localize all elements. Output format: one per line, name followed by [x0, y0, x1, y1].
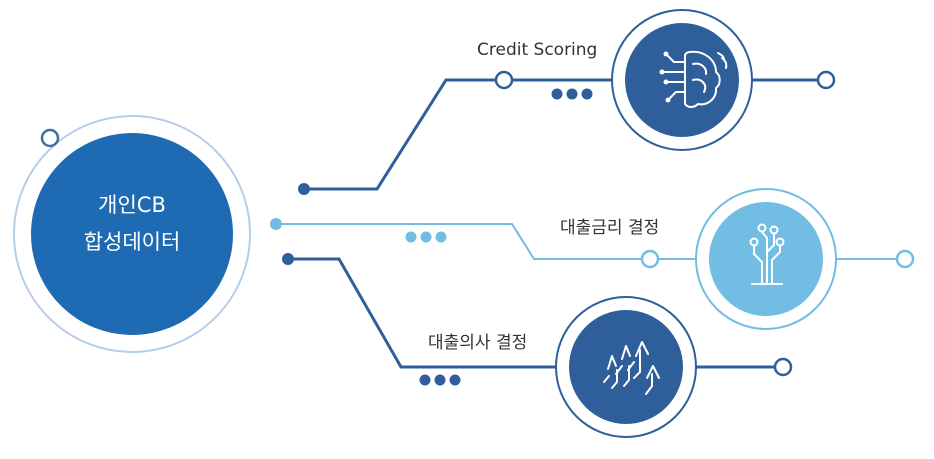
branch-2-end-node — [895, 249, 915, 269]
branch-2-dot — [405, 231, 417, 243]
branch-3-dot — [449, 374, 461, 386]
hub-title-line-1: 개인CB — [98, 193, 166, 217]
branch-3-circle — [569, 310, 683, 424]
branch-1-dot — [551, 88, 563, 100]
branch-2-node — [640, 249, 660, 269]
branch-1-node — [494, 70, 514, 90]
brain-circuit-nodes — [659, 51, 671, 103]
branch-label-loan-decision: 대출의사 결정 — [428, 333, 528, 353]
branch-3-end-node — [773, 357, 793, 377]
branch-2-dot — [435, 231, 447, 243]
branch-3-dot — [419, 374, 431, 386]
branch-3-dot — [434, 374, 446, 386]
hub-ring-node — [40, 128, 60, 148]
branch-1-dot — [581, 88, 593, 100]
branch-1-start-dot — [298, 183, 310, 195]
branch-3-start-dot — [282, 253, 294, 265]
branch-1-circle — [625, 23, 739, 137]
branch-3-connector — [288, 257, 566, 369]
brain-circuit-icon — [663, 50, 728, 108]
rising-arrows-icon — [603, 341, 660, 395]
branch-label-credit-scoring: Credit Scoring — [477, 40, 598, 60]
branch-1-end-node — [816, 70, 836, 90]
branch-1-dot — [566, 88, 578, 100]
branch-2-dot — [420, 231, 432, 243]
branch-2-connector — [276, 223, 642, 260]
circuit-tree-icon — [749, 223, 785, 285]
branch-1-connector — [304, 78, 503, 191]
hub-title-line-2: 합성데이터 — [83, 230, 181, 254]
branch-2-start-dot — [270, 218, 282, 230]
hub-circle — [31, 133, 233, 335]
branch-label-interest-rate: 대출금리 결정 — [560, 218, 660, 238]
